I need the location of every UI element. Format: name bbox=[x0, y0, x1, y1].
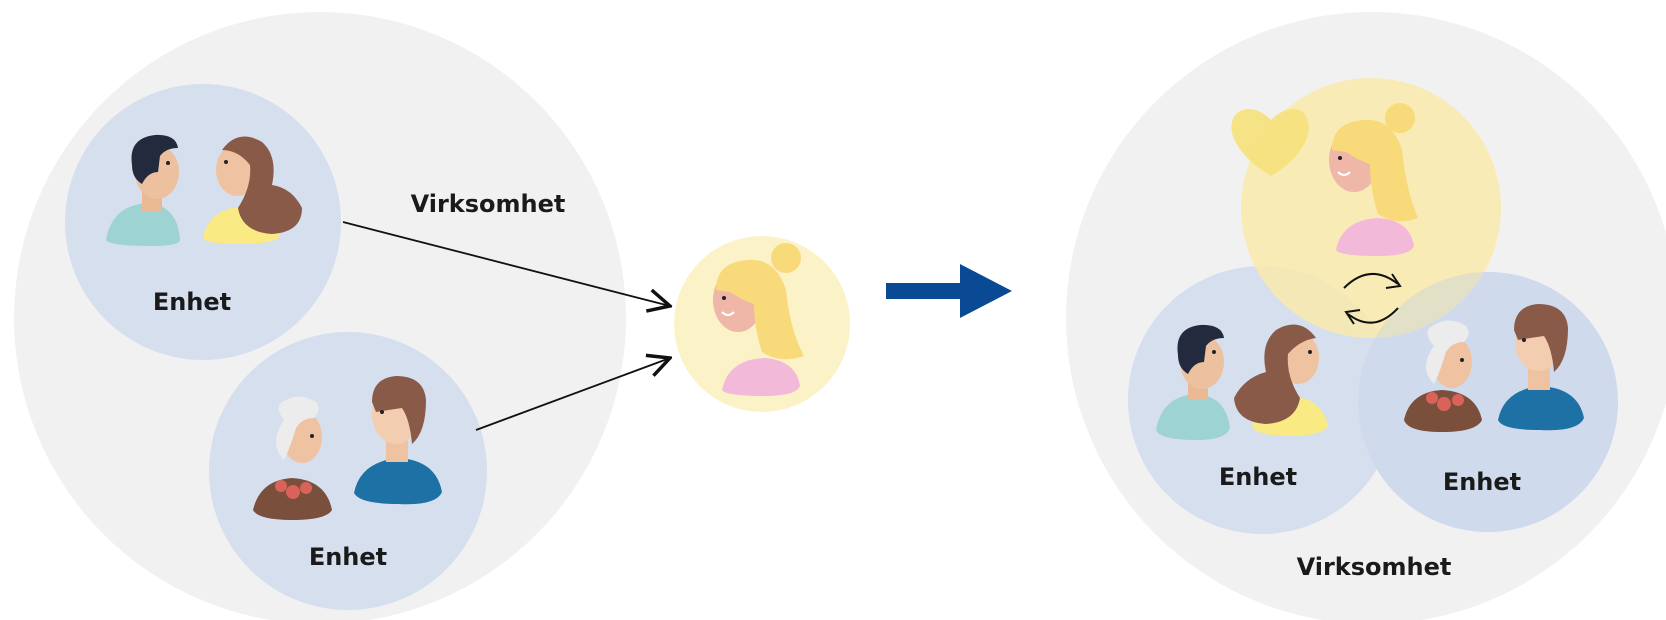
heart-icon bbox=[1231, 108, 1309, 176]
left-unit-bottom-label: Enhet bbox=[309, 543, 387, 571]
right-organization-label: Virksomhet bbox=[1297, 553, 1452, 581]
cycle-arrows-icon bbox=[1343, 272, 1402, 325]
coordinator bbox=[674, 236, 850, 412]
left-unit-bottom: Enhet bbox=[209, 332, 487, 610]
left-unit-top-circle bbox=[65, 84, 341, 360]
left-organization-label: Virksomhet bbox=[411, 190, 566, 218]
woman-blonde-right-icon bbox=[1329, 103, 1418, 256]
young-man-right-icon bbox=[1498, 304, 1584, 431]
older-woman-right-icon bbox=[1404, 320, 1482, 432]
older-woman-icon bbox=[253, 396, 332, 520]
woman-brown-hair-icon bbox=[203, 136, 302, 244]
right-unit-right-label: Enhet bbox=[1443, 468, 1521, 496]
man-dark-hair-icon bbox=[106, 134, 180, 246]
right-unit-left-label: Enhet bbox=[1219, 463, 1297, 491]
woman-blonde-icon bbox=[713, 243, 804, 396]
woman-brown-hair-right-icon bbox=[1234, 324, 1328, 436]
young-man-icon bbox=[354, 376, 442, 505]
transition-arrow-icon bbox=[886, 264, 1012, 318]
man-dark-hair-right-icon bbox=[1156, 324, 1230, 440]
arrow-bottom-unit-to-coordinator bbox=[475, 358, 670, 431]
left-unit-top: Enhet bbox=[65, 84, 341, 360]
arrow-top-unit-to-coordinator bbox=[342, 221, 670, 306]
left-unit-top-label: Enhet bbox=[153, 288, 231, 316]
right-coordinator-circle bbox=[1241, 78, 1501, 338]
